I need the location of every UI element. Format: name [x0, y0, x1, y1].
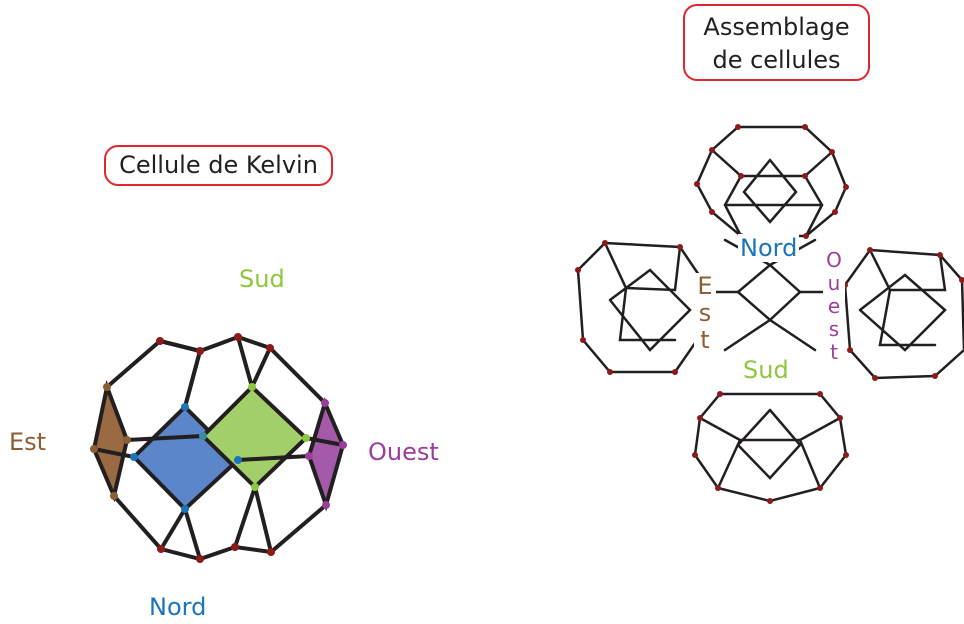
cell-assembly-title-line2: de cellules: [712, 46, 841, 74]
ouest-letter: s: [828, 317, 840, 341]
cell-assembly: [576, 125, 964, 503]
ouest-letter: t: [830, 340, 838, 364]
assembly-cell-east: [576, 241, 705, 374]
cell-assembly-title-line1: Assemblage: [703, 13, 850, 41]
kelvin-vertices: [90, 333, 347, 563]
est-letter: s: [698, 299, 712, 327]
kelvin-cell-title: Cellule de Kelvin: [104, 145, 333, 186]
kelvin-edges: [92, 334, 345, 562]
ouest-letter: u: [827, 271, 841, 295]
cell-assembly-title: Assemblage de cellules: [683, 4, 870, 81]
west-face: [306, 397, 346, 512]
east-face: [91, 379, 130, 503]
assembly-label-est: E s t: [694, 273, 716, 354]
kelvin-label-est: Est: [9, 428, 47, 456]
assembly-cell-south: [693, 392, 848, 503]
kelvin-label-nord: Nord: [149, 593, 207, 621]
ouest-letter: O: [826, 248, 842, 272]
assembly-label-sud: Sud: [741, 356, 791, 384]
est-letter: E: [697, 272, 713, 300]
assembly-vertices: [575, 124, 964, 504]
est-letter: t: [700, 326, 710, 354]
assembly-label-ouest: O u e s t: [823, 249, 845, 364]
assembly-cell-west: [843, 248, 964, 380]
kelvin-label-sud: Sud: [239, 265, 285, 293]
assembly-label-nord: Nord: [738, 234, 800, 262]
assembly-cell-north: [695, 125, 848, 238]
ouest-letter: e: [827, 294, 841, 318]
kelvin-label-ouest: Ouest: [368, 438, 439, 466]
